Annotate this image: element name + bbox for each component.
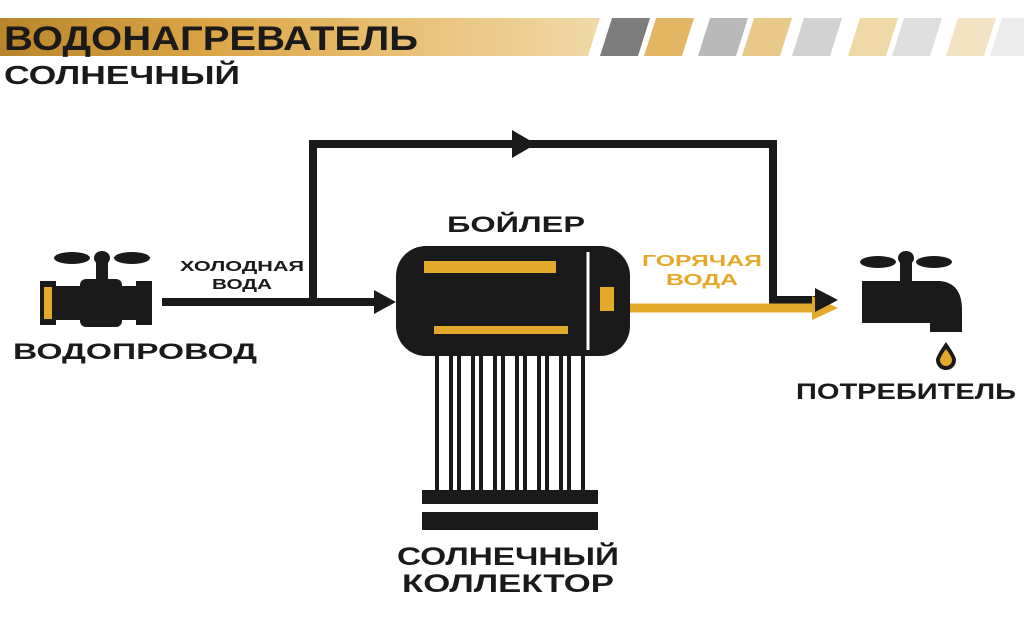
collector-tube (523, 344, 541, 490)
faucet-icon (860, 251, 962, 332)
boiler-label: БОЙЛЕР (447, 212, 585, 237)
collector-tube (479, 344, 497, 490)
collector-label-line2: КОЛЛЕКТОР (402, 570, 614, 598)
water-drop-icon (936, 342, 956, 370)
water-supply-label: ВОДОПРОВОД (13, 339, 257, 364)
banner-bar (0, 18, 600, 56)
collector-label-line1: СОЛНЕЧНЫЙ (397, 541, 619, 571)
banner-stripe (892, 18, 942, 56)
banner-stripe (644, 18, 694, 56)
consumer-label: ПОТРЕБИТЕЛЬ (796, 379, 1016, 404)
collector-tube (545, 344, 563, 490)
solar-collector-icon (422, 344, 598, 530)
cold-water-label-line2: ВОДА (212, 276, 272, 293)
banner-stripe (946, 18, 996, 56)
banner-stripe (600, 18, 650, 56)
page-title: ВОДОНАГРЕВАТЕЛЬ (4, 20, 418, 58)
arrow-right-icon (374, 290, 396, 314)
banner-stripe (698, 18, 748, 56)
boiler-icon (396, 246, 630, 356)
header-banner (0, 18, 1024, 56)
cold-water-label-line1: ХОЛОДНАЯ (180, 258, 304, 275)
bypass-pipe (309, 140, 815, 304)
collector-tube (457, 344, 475, 490)
collector-tube (501, 344, 519, 490)
banner-stripe (792, 18, 842, 56)
page-subtitle: СОЛНЕЧНЫЙ (4, 60, 240, 90)
collector-tube (567, 344, 585, 490)
collector-tube (435, 344, 453, 490)
banner-stripe (848, 18, 898, 56)
water-supply-valve-icon (40, 251, 152, 327)
arrow-right-icon (512, 130, 536, 158)
banner-stripe (742, 18, 792, 56)
hot-water-label-line1: ГОРЯЧАЯ (642, 253, 762, 270)
hot-water-label-line2: ВОДА (666, 272, 739, 289)
arrow-right-icon (815, 288, 838, 312)
banner-stripe (990, 18, 1024, 56)
